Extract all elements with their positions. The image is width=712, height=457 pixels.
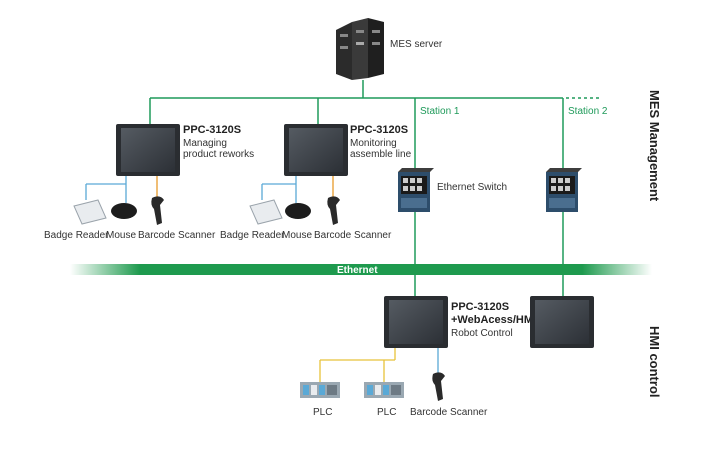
panel-screen <box>389 300 443 344</box>
panel-screen <box>289 128 343 172</box>
panel-pc-bottom: PPC-3120S +WebAcess/HMI Robot Control <box>384 296 536 348</box>
devices-left: Badge Reader Mouse Barcode Scanner <box>44 196 216 241</box>
badge-reader-icon <box>249 199 283 225</box>
panel-left-model: PPC-3120S <box>183 124 241 136</box>
switch-icon <box>546 168 582 212</box>
barcode-scanner-icon <box>151 196 164 225</box>
panel-screen <box>121 128 175 172</box>
mouse-icon <box>111 203 137 219</box>
mes-server: MES server <box>336 18 443 80</box>
badge-reader-icon <box>73 199 107 225</box>
server-label: MES server <box>390 39 443 50</box>
panel-left-line2: product reworks <box>183 149 254 160</box>
section-label-mes: MES Management <box>647 90 662 202</box>
panel-mid-line2: assemble line <box>350 149 412 160</box>
panel-bottom-line2: Robot Control <box>451 328 513 339</box>
station-2-label: Station 2 <box>568 106 608 117</box>
ethernet-switch-1: Ethernet Switch <box>398 168 507 212</box>
switch-label: Ethernet Switch <box>437 182 507 193</box>
devices-bottom: PLC PLC Barcode Scanner <box>300 372 488 418</box>
panel-bottom-model: PPC-3120S <box>451 301 509 313</box>
plc-1-label: PLC <box>313 407 332 418</box>
ethernet-label: Ethernet <box>337 265 378 276</box>
panel-pc-left: PPC-3120S Managing product reworks <box>116 124 254 176</box>
section-label-hmi: HMI control <box>647 326 662 398</box>
plc-icon <box>300 382 340 398</box>
barcode-scanner-icon <box>327 196 340 225</box>
panel-pc-mid: PPC-3120S Monitoring assemble line <box>284 124 412 176</box>
panel-screen <box>535 300 589 344</box>
devices-mid: Badge Reader Mouse Barcode Scanner <box>220 196 392 241</box>
ethernet-bus <box>70 264 652 275</box>
mouse-label: Mouse <box>282 230 312 241</box>
server-rack-icon <box>336 18 384 80</box>
barcode-scanner-label: Barcode Scanner <box>138 230 216 241</box>
ethernet-bar: Ethernet <box>70 264 652 276</box>
barcode-scanner-icon <box>432 372 445 401</box>
barcode-scanner-label: Barcode Scanner <box>410 407 488 418</box>
panel-left-line1: Managing <box>183 138 227 149</box>
ethernet-switch-2 <box>546 168 582 212</box>
mouse-label: Mouse <box>106 230 136 241</box>
panel-bottom-line1: +WebAcess/HMI <box>451 314 536 326</box>
panel-mid-model: PPC-3120S <box>350 124 408 136</box>
connection-lines <box>85 80 600 382</box>
badge-reader-label: Badge Reader <box>220 230 285 241</box>
badge-reader-label: Badge Reader <box>44 230 109 241</box>
mouse-icon <box>285 203 311 219</box>
plc-icon <box>364 382 404 398</box>
panel-pc-right <box>530 296 594 348</box>
plc-2-label: PLC <box>377 407 396 418</box>
panel-mid-line1: Monitoring <box>350 138 397 149</box>
switch-icon <box>398 168 434 212</box>
station-1-label: Station 1 <box>420 106 460 117</box>
barcode-scanner-label: Barcode Scanner <box>314 230 392 241</box>
